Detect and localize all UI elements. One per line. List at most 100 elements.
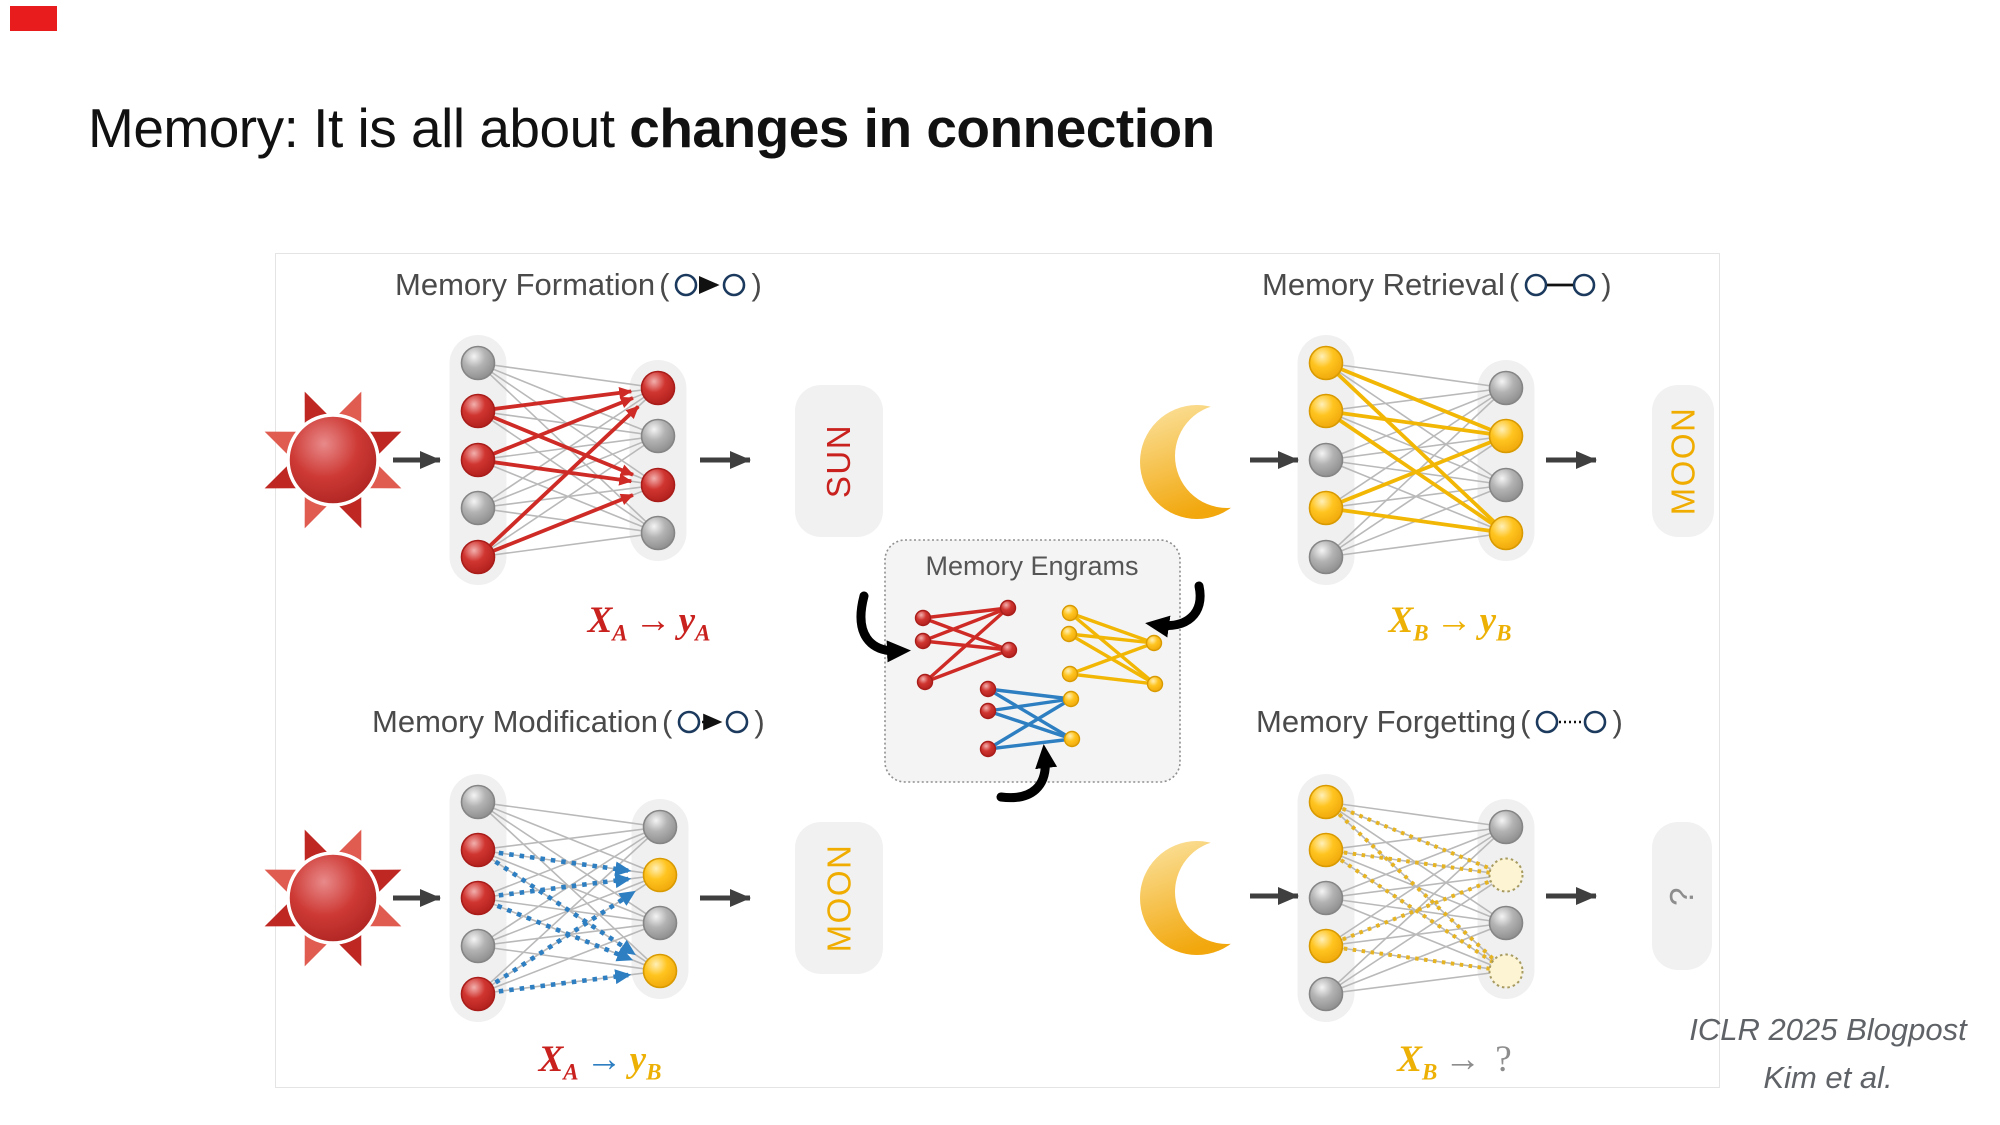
- gray-neuron-node: [1308, 539, 1344, 575]
- page-title-prefix: Memory: It is all about: [88, 97, 630, 159]
- engram-connection-edge: [1325, 361, 1507, 438]
- output-layer-pill: [631, 799, 689, 999]
- connection-edge: [477, 435, 659, 558]
- red-mini-node: [914, 632, 932, 650]
- page-title: Memory: It is all about changes in conne…: [88, 96, 1215, 160]
- red-neuron-node: [640, 370, 676, 406]
- yellow-mini-node: [1146, 675, 1164, 693]
- solid-arrow-connector-icon: [675, 273, 746, 297]
- yellow-neuron-node: [1488, 418, 1524, 454]
- connection-edge: [477, 532, 659, 558]
- engram-arrow-bottom-icon: [996, 744, 1058, 803]
- modification-title: Memory Modification ( ): [372, 704, 765, 739]
- engram-arrow-left-icon: [856, 591, 911, 663]
- yellow-neuron-node: [1308, 784, 1344, 820]
- engram-mini-edge: [922, 606, 1009, 643]
- red-mini-node: [979, 702, 997, 720]
- engram-mini-edge: [923, 606, 1010, 684]
- engram-connection-edge: [477, 969, 632, 997]
- dotted-line-connector-icon: [1536, 710, 1607, 734]
- solid-line-connector-icon: [1524, 273, 1596, 297]
- attribution-line1: ICLR 2025 Blogpost: [1689, 1012, 1967, 1047]
- retrieval-network: [1140, 335, 1597, 585]
- forgetting-formula: XB→?: [1397, 1038, 1518, 1085]
- sun-icon: [257, 822, 409, 974]
- formula-part: XA: [587, 600, 628, 646]
- engram-connection-edge: [477, 458, 633, 486]
- gray-neuron-node: [460, 928, 496, 964]
- forgetting-title-label: Memory Forgetting: [1256, 704, 1517, 739]
- engram-mini-edge: [987, 737, 1073, 751]
- sun-icon: [257, 384, 409, 536]
- retrieval-output-label: MOON: [1664, 406, 1702, 516]
- formation-title-label: Memory Formation: [395, 267, 656, 302]
- gray-neuron-node: [642, 905, 678, 941]
- retrieval-title: Memory Retrieval ( ): [1262, 267, 1612, 302]
- connection-edge: [477, 826, 661, 947]
- formation-output-box: SUN: [795, 385, 883, 537]
- yellow-neuron-node: [1308, 832, 1344, 868]
- yellow-neuron-node: [642, 953, 678, 989]
- connection-edge: [477, 826, 661, 899]
- formula-part: ?: [1495, 1039, 1512, 1080]
- engram-connection-edge: [1325, 944, 1507, 973]
- moon-icon: [1140, 405, 1254, 519]
- connection-edge: [1325, 874, 1507, 995]
- modification-network: [257, 774, 751, 1022]
- output-layer-pill: [1477, 360, 1535, 561]
- dotted-arrow-connector-icon: [678, 710, 749, 734]
- connection-edge: [1325, 532, 1507, 558]
- page-title-bold: changes in connection: [629, 97, 1215, 159]
- faded-neuron-node: [1488, 953, 1524, 989]
- connection-edge: [477, 826, 661, 851]
- engram-mini-edge: [1069, 641, 1155, 676]
- retrieval-title-label: Memory Retrieval: [1262, 267, 1505, 302]
- formation-output-label: SUN: [820, 423, 857, 499]
- memory-engrams-title: Memory Engrams: [925, 551, 1139, 581]
- gray-neuron-node: [1308, 442, 1344, 478]
- faded-neuron-node: [1488, 857, 1524, 893]
- yellow-mini-node: [1061, 665, 1079, 683]
- red-mini-node: [916, 673, 934, 691]
- yellow-mini-node: [1061, 604, 1079, 622]
- engram-mini-edge: [987, 697, 1072, 751]
- connection-edge: [1325, 362, 1507, 389]
- gray-neuron-node: [640, 515, 676, 551]
- formula-part: XA: [538, 1039, 579, 1085]
- engrams-border: [884, 539, 1181, 783]
- engram-connection-edge: [1325, 409, 1507, 438]
- retrieval-formula: XB→yB: [1389, 599, 1512, 646]
- retrieval-output-box: MOON: [1652, 385, 1714, 537]
- output-layer-pill: [1477, 799, 1535, 999]
- connection-edge: [477, 801, 661, 828]
- engram-connection-edge: [477, 493, 634, 559]
- attribution-line2: Kim et al.: [1763, 1060, 1893, 1095]
- engram-connection-edge: [1324, 361, 1508, 535]
- yellow-neuron-node: [1488, 515, 1524, 551]
- gray-neuron-node: [460, 784, 496, 820]
- formula-part: →: [585, 1039, 623, 1080]
- formula-part: yB: [629, 1039, 662, 1085]
- yellow-neuron-node: [1308, 490, 1344, 526]
- modification-output-box: MOON: [795, 822, 883, 974]
- engram-mini-edge: [987, 687, 1072, 701]
- yellow-neuron-node: [1308, 393, 1344, 429]
- engram-arrow-right-icon: [1145, 581, 1205, 638]
- output-layer-pill: [629, 360, 687, 561]
- gray-neuron-node: [640, 418, 676, 454]
- formula-part: yB: [1479, 600, 1512, 646]
- connection-edge: [1325, 826, 1507, 947]
- engram-connection-edge: [1325, 848, 1507, 877]
- gray-neuron-node: [642, 809, 678, 845]
- memory-engrams-box: [856, 539, 1205, 803]
- yellow-neuron-node: [642, 857, 678, 893]
- gray-neuron-node: [1308, 976, 1344, 1012]
- engram-connection-edge: [477, 396, 634, 462]
- formula-part: →: [634, 600, 672, 641]
- connection-edge: [1325, 801, 1507, 828]
- record-mark: [10, 6, 57, 31]
- engram-mini-edge: [1068, 611, 1157, 686]
- modification-output-label: MOON: [820, 843, 858, 953]
- formula-part: →: [1444, 1039, 1482, 1080]
